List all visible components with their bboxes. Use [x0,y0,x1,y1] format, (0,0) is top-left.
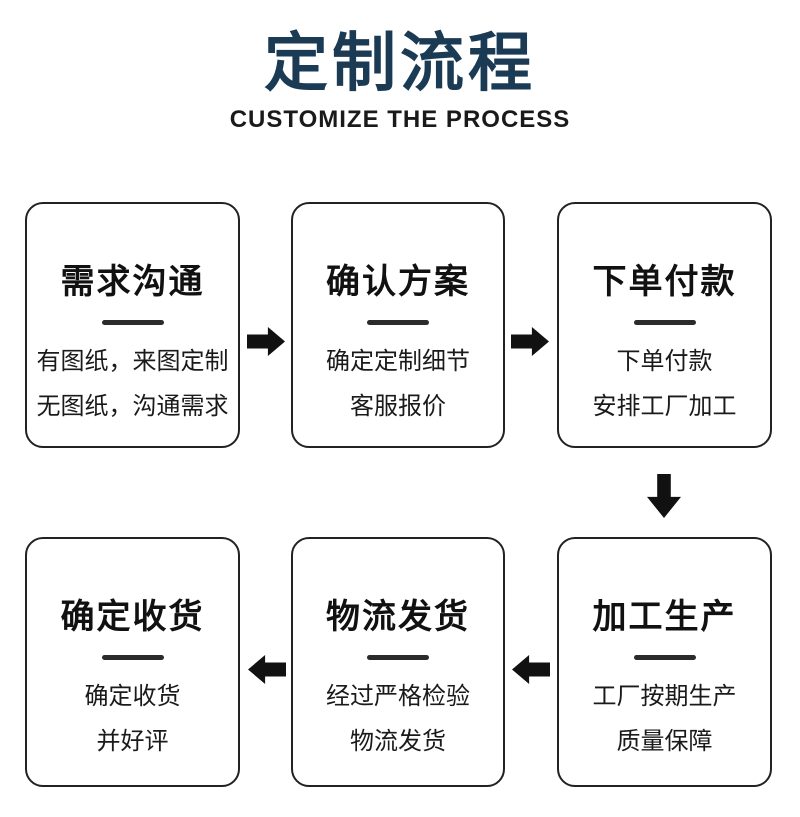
step-line: 经过严格检验 [326,683,470,710]
step-box-requirement-communication: 需求沟通 有图纸，来图定制 无图纸，沟通需求 [25,202,240,448]
arrow-right-icon [247,327,285,356]
arrow-left-icon [512,655,550,684]
divider [367,655,429,660]
step-title: 物流发货 [326,598,470,636]
arrow-down-icon [647,474,681,518]
step-box-processing-production: 加工生产 工厂按期生产 质量保障 [557,537,772,787]
step-line: 物流发货 [350,728,446,755]
step-box-confirm-plan: 确认方案 确定定制细节 客服报价 [291,202,505,448]
step-line: 安排工厂加工 [592,393,737,420]
step-title: 需求沟通 [60,263,205,301]
divider [633,655,696,660]
arrow-left-icon [248,655,286,684]
page-subtitle: CUSTOMIZE THE PROCESS [229,106,571,133]
step-box-logistics-shipping: 物流发货 经过严格检验 物流发货 [291,537,505,787]
step-line: 确定收货 [84,683,181,710]
step-title: 加工生产 [592,598,737,636]
page-title: 定制流程 [264,27,536,99]
step-line: 确定定制细节 [326,348,470,375]
step-box-confirm-receipt: 确定收货 确定收货 并好评 [25,537,240,787]
step-line: 质量保障 [616,728,713,755]
divider [101,320,164,325]
step-line: 下单付款 [616,348,713,375]
step-line: 客服报价 [350,393,446,420]
step-title: 下单付款 [592,263,737,301]
step-line: 有图纸，来图定制 [36,348,229,375]
divider [367,320,429,325]
step-title: 确认方案 [326,263,470,301]
divider [101,655,164,660]
arrow-right-icon [511,327,549,356]
step-line: 并好评 [96,728,169,755]
divider [633,320,696,325]
step-line: 无图纸，沟通需求 [36,393,229,420]
step-title: 确定收货 [60,598,205,636]
step-box-order-payment: 下单付款 下单付款 安排工厂加工 [557,202,772,448]
step-line: 工厂按期生产 [592,683,737,710]
